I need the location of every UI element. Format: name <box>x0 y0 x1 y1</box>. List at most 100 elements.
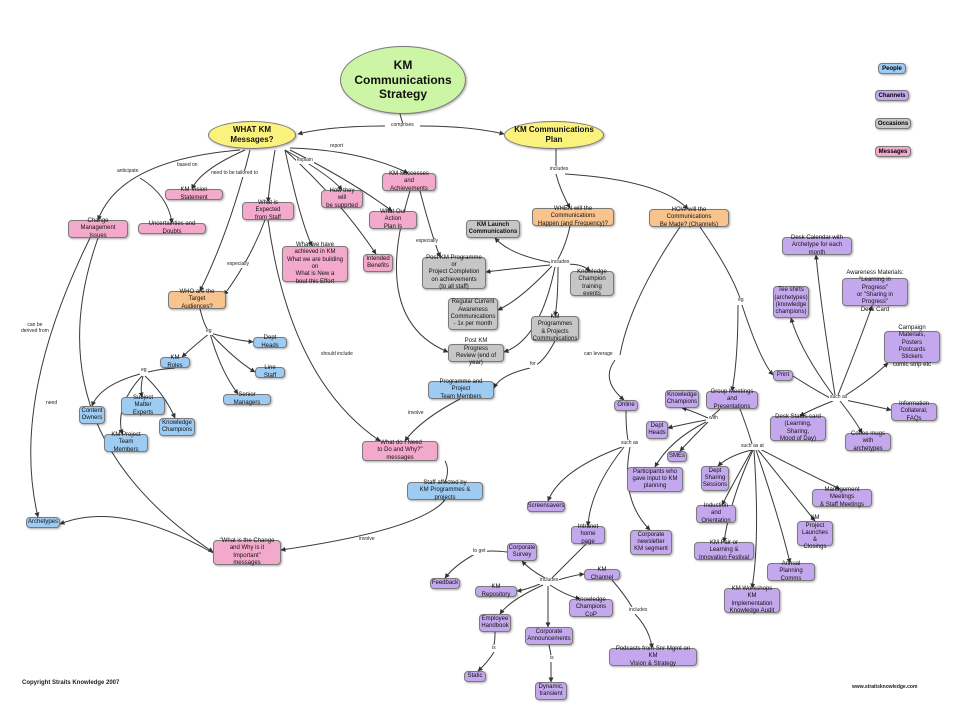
corp-announcements-node: Corporate Announcements <box>525 627 573 645</box>
what-messages-node: WHAT KM Messages? <box>208 121 296 149</box>
km-fair-node: KM Fair or Learning & Innovation Festiva… <box>694 540 754 561</box>
content-owners-node: Content Owners <box>79 406 105 424</box>
edge-suchas-to-tee <box>789 317 834 396</box>
vision-statement-node: KM Vision Statement <box>165 187 223 201</box>
label-especially-2: especially <box>415 238 439 245</box>
label-eg-who: eg <box>205 328 213 335</box>
archetypes-node: Archetypes <box>26 517 60 528</box>
intended-benefits-node: Intended Benefits <box>363 254 393 272</box>
group-meetings-node: Group Meetings and Presentations <box>706 389 758 410</box>
corp-survey-node: Corporate Survey <box>507 543 537 561</box>
edge-suchasat-to-sharing <box>717 449 753 467</box>
legend-channels: Channels <box>875 90 909 101</box>
edge-includes-to-kmprog <box>553 266 559 317</box>
edge-announcements-to-is <box>548 644 552 656</box>
edge-roles-to-eg <box>147 367 176 373</box>
edge-what-to-action <box>289 149 393 212</box>
label-need: need <box>45 400 59 407</box>
edge-eg-to-dept <box>209 332 254 344</box>
edge-print-to-suchas <box>792 375 831 399</box>
edge-expected-to-need <box>267 219 381 442</box>
champion-training-node: Knowledge Champion training events <box>570 269 614 297</box>
edge-staff-to-whatchange <box>280 499 446 552</box>
edge-suchasat-to-launches <box>757 449 816 522</box>
km-launch-node: KM Launch Communications <box>466 220 520 238</box>
feedback-node: Feedback <box>430 578 460 589</box>
edge-when-to-includes <box>557 225 571 260</box>
edge-toget-to-feedback <box>444 553 476 579</box>
copyright-text: Copyright Straits Knowledge 2007 <box>22 680 120 686</box>
management-meetings-node: Management Meetings & Staff Meetings <box>812 487 872 508</box>
induction-node: Induction and Orientation <box>696 503 736 524</box>
edge-what-to-who <box>199 149 251 292</box>
edge-with-to-smes <box>679 421 709 452</box>
label-includes-channel: includes <box>628 607 649 614</box>
km-workshops-node: KM Workshops KM Implementation Knowledge… <box>724 586 780 614</box>
edge-handbook-to-is <box>493 631 496 646</box>
edge-suchas-to-desk <box>799 400 834 417</box>
awareness-materials-node: Awareness Materials: "Learning in Progre… <box>842 270 908 313</box>
comms-plan-node: KM Communications Plan <box>504 121 604 149</box>
label-eg-how: eg <box>737 297 745 304</box>
edge-who-to-eg <box>199 308 209 331</box>
achieved-node: What we have achieved in KM What we are … <box>282 242 348 285</box>
root-title: KM Communications Strategy <box>340 46 466 114</box>
edge-includes-to-regular <box>497 265 553 311</box>
label-should-include: should include <box>320 351 354 358</box>
edge-what-to-uncert <box>139 177 174 224</box>
static-node: Static <box>464 671 486 682</box>
edge-suchas-to-campaign <box>842 362 889 398</box>
edge-suchas-to-intranet <box>585 446 625 527</box>
label-eg-roles: eg <box>140 367 148 374</box>
how-supported-node: How they will be supprted <box>321 188 363 209</box>
edge-suchas-to-calendar <box>813 254 836 396</box>
label-for: for <box>529 361 537 368</box>
edge-suchasat-to-workshops <box>750 449 758 589</box>
staff-affected-node: Staff affected by KM Programmes & projec… <box>407 480 483 501</box>
website-text: www.straitsknowledge.com <box>852 684 918 690</box>
label-anticipate: anticipate <box>116 168 140 175</box>
edge-what-to-successes <box>289 147 409 174</box>
km-channel-node: KM Channel <box>584 567 620 581</box>
how-comms-node: HOW will the Communications Be Made? (Ch… <box>649 207 729 228</box>
edge-eg-to-roles <box>181 332 211 358</box>
champions-cop-node: Knowledge Champions CoP <box>569 597 613 618</box>
edge-roles-to-content <box>91 373 141 407</box>
edge-whatchange-to-archetypes <box>59 516 214 554</box>
edge-leverage-to-online <box>608 359 625 401</box>
edge-includes-to-when <box>555 173 571 209</box>
edge-suchas-to-mugs <box>839 400 863 434</box>
progress-review-node: Post KM Progress Review (end of year) <box>448 338 504 366</box>
line-staff-node: Line Staff <box>255 365 285 379</box>
participants-node: Participants who gave input to KM planni… <box>627 467 683 492</box>
label-such-as-online: such as <box>620 440 640 447</box>
edge-how-to-eg <box>699 226 741 299</box>
edge-eg-to-print <box>741 304 774 376</box>
km-project-members-node: KM Project Team Members <box>104 432 148 453</box>
edge-includes-to-survey <box>521 560 546 579</box>
edge-what-to-achieved <box>284 149 313 247</box>
expected-from-staff-node: What is Expected from Staff <box>242 200 294 221</box>
smes-node: SMEs <box>667 451 687 462</box>
legend-occasions: Occasions <box>875 118 911 129</box>
edge-successes-to-post <box>419 190 441 258</box>
edge-suchasat-to-induction <box>721 449 753 506</box>
edge-for-to-members <box>493 367 531 389</box>
edge-roles-to-champ <box>144 375 176 419</box>
label-is-1: is <box>491 645 497 652</box>
when-comms-node: WHEN will the Communications Happen (and… <box>532 206 614 227</box>
label-comprises: comprises <box>390 122 415 129</box>
intranet-node: Intranet home page <box>571 524 605 545</box>
programme-project-members-node: Programme and Project Team Members <box>428 379 494 400</box>
legend-people: People <box>878 63 906 74</box>
label-report: report <box>329 143 345 150</box>
edge-with-to-participants <box>654 421 707 468</box>
desk-calendar-node: Desk Calendar with Archetype for each mo… <box>782 235 852 256</box>
label-to-get: to get <box>472 548 487 555</box>
post-programme-node: Post KM Programme or Project Completion … <box>422 255 486 290</box>
employee-handbook-node: Employee Handbook <box>479 614 511 632</box>
label-tailored: need to be tailored to <box>210 170 259 177</box>
edge-is-to-static <box>477 651 495 672</box>
online-node: Online <box>614 400 638 411</box>
